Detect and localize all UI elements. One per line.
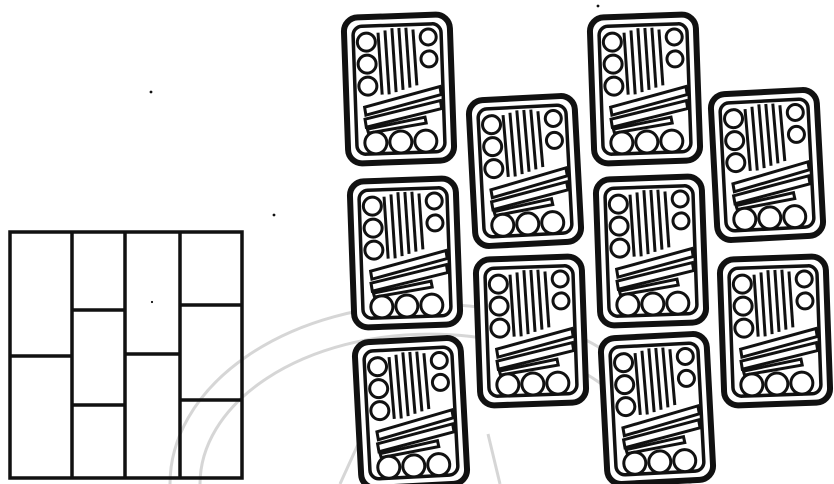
tile [600, 333, 713, 484]
tile [354, 337, 467, 484]
tile [468, 95, 581, 246]
tile [719, 256, 830, 406]
tile-mosaic [343, 14, 830, 484]
block-grid [10, 232, 242, 478]
tile [589, 14, 700, 164]
tile [349, 178, 460, 328]
tile [710, 89, 823, 240]
tile [595, 176, 706, 326]
tile [475, 256, 586, 406]
tile [343, 14, 454, 164]
